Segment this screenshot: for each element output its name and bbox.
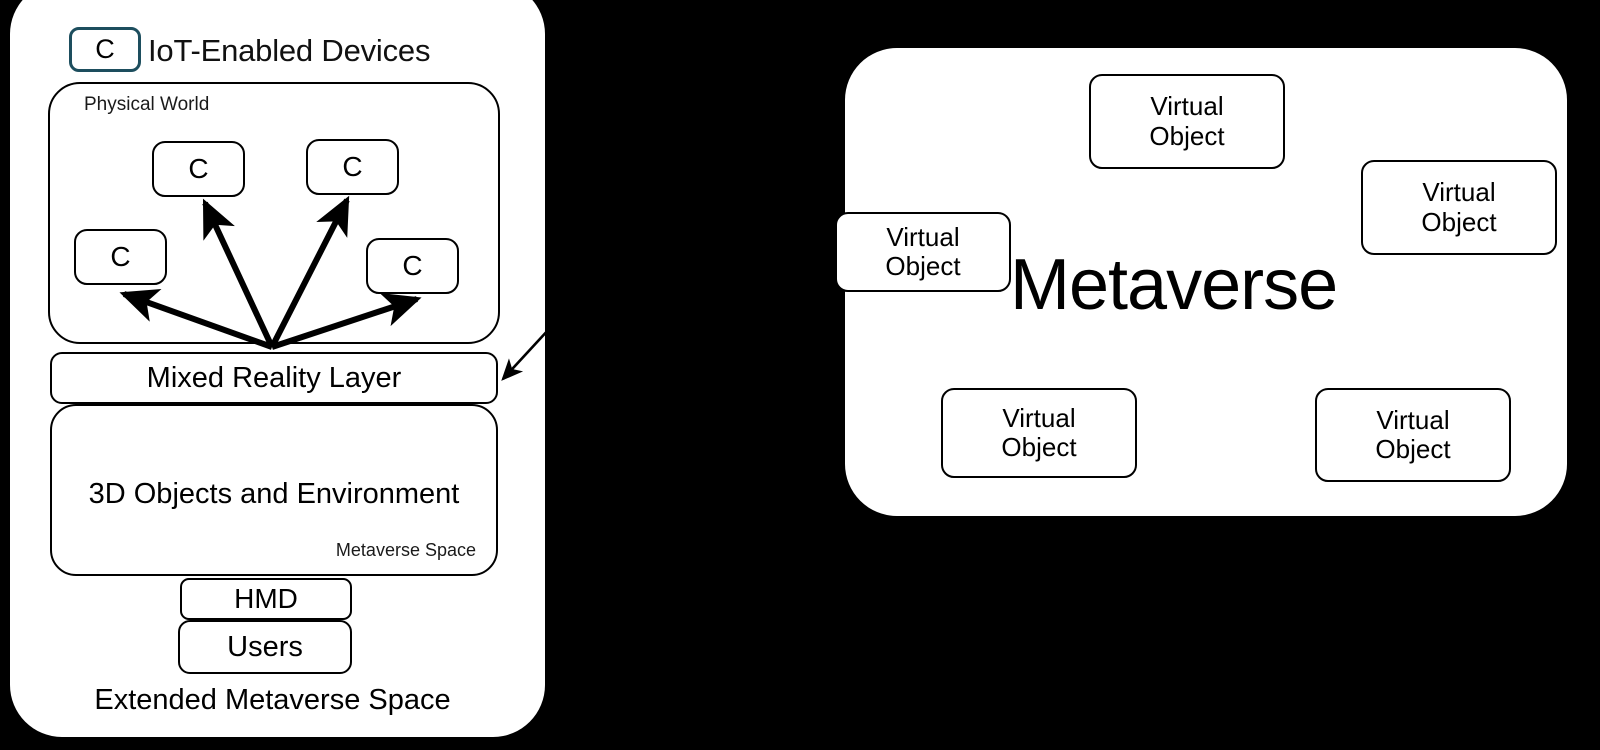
virtual-object-box[interactable]: Virtual Object [941,388,1137,478]
hmd-box[interactable]: HMD [180,578,352,620]
virtual-object-box[interactable]: Virtual Object [1361,160,1557,255]
physical-world-label: Physical World [84,94,210,115]
extended-metaverse-space-label: Extended Metaverse Space [94,684,451,716]
virtual-object-line-1: Virtual [1376,404,1450,435]
virtual-object-box[interactable]: Virtual Object [1315,388,1511,482]
virtual-object-line-2: Object [1001,432,1077,462]
virtual-object-box[interactable]: Virtual Object [835,212,1011,292]
virtual-object-line-2: Object [1149,120,1225,151]
mixed-reality-layer-box[interactable]: Mixed Reality Layer [50,352,498,404]
iot-device-chip[interactable]: C [366,238,459,294]
iot-device-chip[interactable]: C [152,141,245,197]
users-box[interactable]: Users [178,620,352,674]
metaverse-title: Metaverse [1010,245,1338,325]
metaverse-space-box[interactable]: 3D Objects and Environment Metaverse Spa… [50,404,498,576]
metaverse-space-sublabel: Metaverse Space [335,539,476,560]
virtual-object-line-1: Virtual [1002,402,1076,433]
virtual-object-line-1: Virtual [1422,177,1496,208]
virtual-object-box[interactable]: Virtual Object [1089,74,1285,169]
virtual-object-line-2: Object [885,251,961,281]
virtual-object-line-2: Object [1421,206,1497,237]
physical-world-container [48,82,500,344]
virtual-object-line-1: Virtual [1150,91,1224,122]
iot-device-chip[interactable]: C [74,229,167,285]
virtual-object-line-2: Object [1375,434,1451,464]
legend-device-chip-icon: C [69,27,141,72]
metaverse-space-title: 3D Objects and Environment [88,478,460,510]
virtual-object-line-1: Virtual [886,221,960,252]
legend-label: IoT-Enabled Devices [148,33,431,68]
iot-device-chip[interactable]: C [306,139,399,195]
